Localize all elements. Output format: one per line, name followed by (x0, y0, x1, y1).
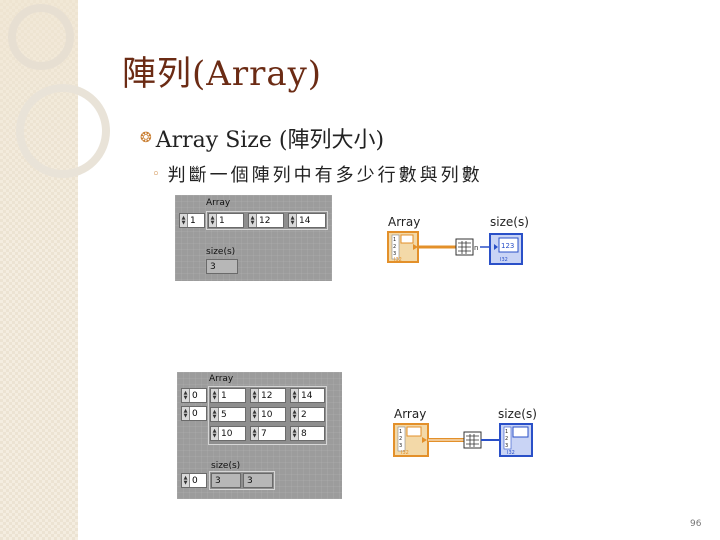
svg-text:1: 1 (399, 429, 402, 435)
svg-text:123: 123 (501, 242, 514, 250)
size-indicator-terminal[interactable]: 1 2 3 I32 (499, 423, 533, 457)
size-indicator: 3 (206, 259, 238, 274)
sub-bullet-marker-icon: ◦ (152, 166, 160, 182)
element-spinner[interactable]: ▲▼ (291, 389, 299, 402)
front-panel-2d-array: Array ▲▼ 0 ▲▼ 0 ▲▼ 1 ▲▼ 12 ▲▼ 14 ▲▼ 5 ▲▼… (177, 372, 342, 499)
size-index-control[interactable]: ▲▼ 0 (181, 473, 207, 488)
svg-text:n: n (474, 244, 478, 252)
svg-text:3: 3 (393, 251, 396, 257)
type-label: I32 (401, 450, 409, 456)
bullet-text: Array Size (陣列大小) (155, 128, 385, 153)
svg-text:1: 1 (393, 237, 396, 243)
element-spinner[interactable]: ▲▼ (291, 427, 299, 440)
index-spinner[interactable]: ▲▼ (182, 407, 190, 420)
array-element[interactable]: ▲▼ 5 (210, 407, 246, 422)
array-element[interactable]: ▲▼ 1 (210, 388, 246, 403)
diagram-graphics: 1 2 3 I32 n 123 I32 (387, 231, 523, 265)
element-spinner[interactable]: ▲▼ (211, 408, 219, 421)
slide-title: 陣列(Array) (122, 54, 323, 94)
array-control-terminal[interactable]: 1 2 3 I32 (387, 231, 419, 263)
size-label: size(s) (206, 247, 236, 257)
element-spinner[interactable]: ▲▼ (209, 214, 217, 227)
array-element[interactable]: ▲▼ 8 (290, 426, 325, 441)
array-element[interactable]: ▲▼ 12 (250, 388, 286, 403)
page-number: 96 (690, 519, 702, 529)
decorative-ring (16, 84, 110, 178)
array-element[interactable]: ▲▼ 2 (290, 407, 325, 422)
size-indicator: 3 (243, 473, 273, 488)
size-indicator: 3 (211, 473, 241, 488)
array-size-function-icon[interactable] (463, 431, 482, 449)
diagram-graphics: 1 2 3 I32 1 2 3 I32 (393, 423, 533, 457)
array-label: Array (209, 374, 234, 384)
element-spinner[interactable]: ▲▼ (211, 427, 219, 440)
bullet-array-size: ❂ Array Size (陣列大小) (140, 122, 384, 154)
type-label: I32 (507, 450, 515, 456)
array-index-control[interactable]: ▲▼ 1 (179, 213, 205, 228)
array-terminal-label: Array (388, 215, 421, 229)
array-element[interactable]: ▲▼ 10 (210, 426, 246, 441)
column-index-control[interactable]: ▲▼ 0 (181, 406, 207, 421)
element-spinner[interactable]: ▲▼ (289, 214, 297, 227)
block-diagram-1d: Array size(s) 1 2 3 I32 n 123 (384, 212, 534, 270)
svg-text:2: 2 (399, 436, 402, 442)
type-label: I32 (500, 257, 508, 263)
array-element[interactable]: ▲▼ 14 (288, 213, 326, 228)
svg-text:1: 1 (505, 429, 508, 435)
sub-bullet-text: 判斷一個陣列中有多少行數與列數 (167, 165, 483, 186)
svg-text:2: 2 (393, 244, 396, 250)
array-element[interactable]: ▲▼ 1 (208, 213, 244, 228)
element-spinner[interactable]: ▲▼ (251, 408, 259, 421)
row-index-control[interactable]: ▲▼ 0 (181, 388, 207, 403)
size-terminal-label: size(s) (490, 215, 529, 229)
bullet-marker-icon: ❂ (140, 130, 152, 146)
sub-bullet-description: ◦ 判斷一個陣列中有多少行數與列數 (152, 161, 483, 187)
array-size-function-icon[interactable]: n (455, 238, 478, 256)
element-spinner[interactable]: ▲▼ (249, 214, 257, 227)
svg-text:3: 3 (505, 443, 508, 449)
index-spinner[interactable]: ▲▼ (182, 389, 190, 402)
size-label: size(s) (211, 461, 241, 471)
array-label: Array (206, 198, 231, 208)
element-spinner[interactable]: ▲▼ (251, 389, 259, 402)
svg-text:2: 2 (505, 436, 508, 442)
front-panel-1d-array: Array ▲▼ 1 ▲▼ 1 ▲▼ 12 ▲▼ 14 size(s) 3 (175, 195, 332, 281)
element-spinner[interactable]: ▲▼ (211, 389, 219, 402)
array-element[interactable]: ▲▼ 14 (290, 388, 325, 403)
array-element[interactable]: ▲▼ 12 (248, 213, 284, 228)
array-element[interactable]: ▲▼ 7 (250, 426, 286, 441)
index-spinner[interactable]: ▲▼ (180, 214, 188, 227)
type-label: I32 (394, 257, 402, 263)
array-element[interactable]: ▲▼ 10 (250, 407, 286, 422)
element-spinner[interactable]: ▲▼ (291, 408, 299, 421)
block-diagram-2d: Array size(s) 1 2 3 I32 1 2 3 I32 (390, 404, 540, 462)
index-spinner[interactable]: ▲▼ (182, 474, 190, 487)
svg-text:3: 3 (399, 443, 402, 449)
element-spinner[interactable]: ▲▼ (251, 427, 259, 440)
size-indicator-terminal[interactable]: 123 I32 (489, 233, 523, 265)
size-terminal-label: size(s) (498, 407, 537, 421)
array-control-terminal[interactable]: 1 2 3 I32 (393, 423, 429, 457)
decorative-ring (8, 4, 74, 70)
array-terminal-label: Array (394, 407, 427, 421)
